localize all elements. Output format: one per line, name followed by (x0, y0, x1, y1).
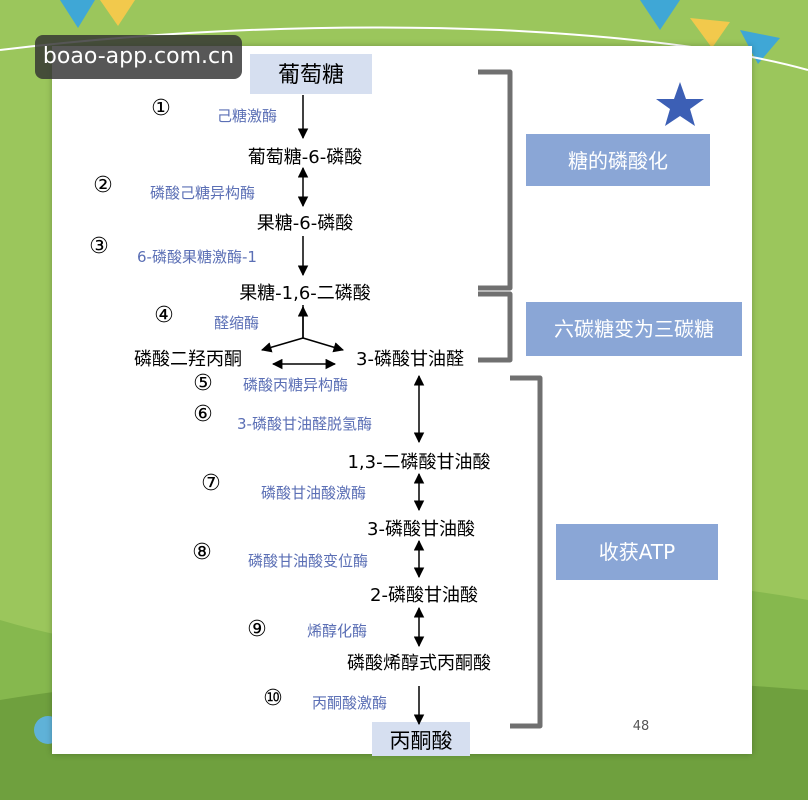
enzyme-label-2: 磷酸己糖异构酶 (150, 184, 255, 202)
compound-pep: 磷酸烯醇式丙酮酸 (347, 653, 491, 674)
enzyme-label-4: 醛缩酶 (214, 314, 259, 332)
step-number-7: ⑦ (201, 471, 221, 496)
step-number-9: ⑨ (247, 617, 267, 642)
bottom-compound-label: 丙酮酸 (390, 729, 453, 753)
flag-icon (690, 18, 730, 48)
compound-f16bp: 果糖-1,6-二磷酸 (239, 283, 371, 304)
compound-3pg: 3-磷酸甘油酸 (367, 519, 475, 540)
step-number-8: ⑧ (192, 540, 212, 565)
step-number-6: ⑥ (193, 402, 213, 427)
phase-box-atp (556, 524, 718, 580)
bottom-compound-box (372, 722, 470, 756)
enzyme-label-9: 烯醇化酶 (307, 622, 367, 640)
step-number-3: ③ (89, 234, 109, 259)
watermark: boao-app.com.cn (35, 35, 242, 79)
enzyme-label-7: 磷酸甘油酸激酶 (261, 484, 366, 502)
flag-icon (740, 30, 780, 64)
enzyme-label-10: 丙酮酸激酶 (312, 694, 387, 712)
top-compound-label: 葡萄糖 (278, 63, 344, 88)
compound-13bpg: 1,3-二磷酸甘油酸 (347, 452, 490, 473)
step-number-1: ① (151, 96, 171, 121)
bracket-phosphorylation (478, 69, 513, 291)
bracket-atp (510, 375, 543, 729)
arrow-step-4-right (302, 337, 345, 353)
arrow-step-4-left (260, 337, 304, 353)
enzyme-label-6: 3-磷酸甘油醛脱氢酶 (237, 415, 372, 433)
flag-icon (640, 0, 680, 30)
step-number-4: ④ (154, 303, 174, 328)
enzyme-label-3: 6-磷酸果糖激酶-1 (137, 248, 257, 266)
enzyme-label-8: 磷酸甘油酸变位酶 (248, 552, 368, 570)
phase-label-phosphorylation: 糖的磷酸化 (568, 149, 668, 173)
enzyme-label-5: 磷酸丙糖异构酶 (243, 376, 348, 394)
phase-label-cleavage: 六碳糖变为三碳糖 (554, 317, 714, 341)
enzyme-label-1: 己糖激酶 (217, 107, 277, 125)
step-number-2: ② (93, 173, 113, 198)
phase-box-phosphorylation (526, 134, 710, 186)
step-number-10: ⑩ (263, 686, 283, 711)
phase-label-atp: 收获ATP (599, 540, 675, 564)
compound-g3p: 3-磷酸甘油醛 (356, 349, 464, 370)
star-icon (656, 82, 704, 126)
compound-2pg: 2-磷酸甘油酸 (370, 585, 478, 606)
page-number: 48 (633, 719, 650, 734)
phase-box-cleavage (526, 302, 742, 356)
compound-g6p: 葡萄糖-6-磷酸 (248, 147, 362, 168)
top-compound-box (250, 54, 372, 94)
compound-f6p: 果糖-6-磷酸 (257, 213, 353, 234)
flag-icon (100, 0, 135, 26)
compound-dhap: 磷酸二羟丙酮 (134, 349, 242, 370)
flag-icon (60, 0, 95, 28)
step-number-5: ⑤ (193, 371, 213, 396)
bracket-cleavage (478, 291, 513, 363)
